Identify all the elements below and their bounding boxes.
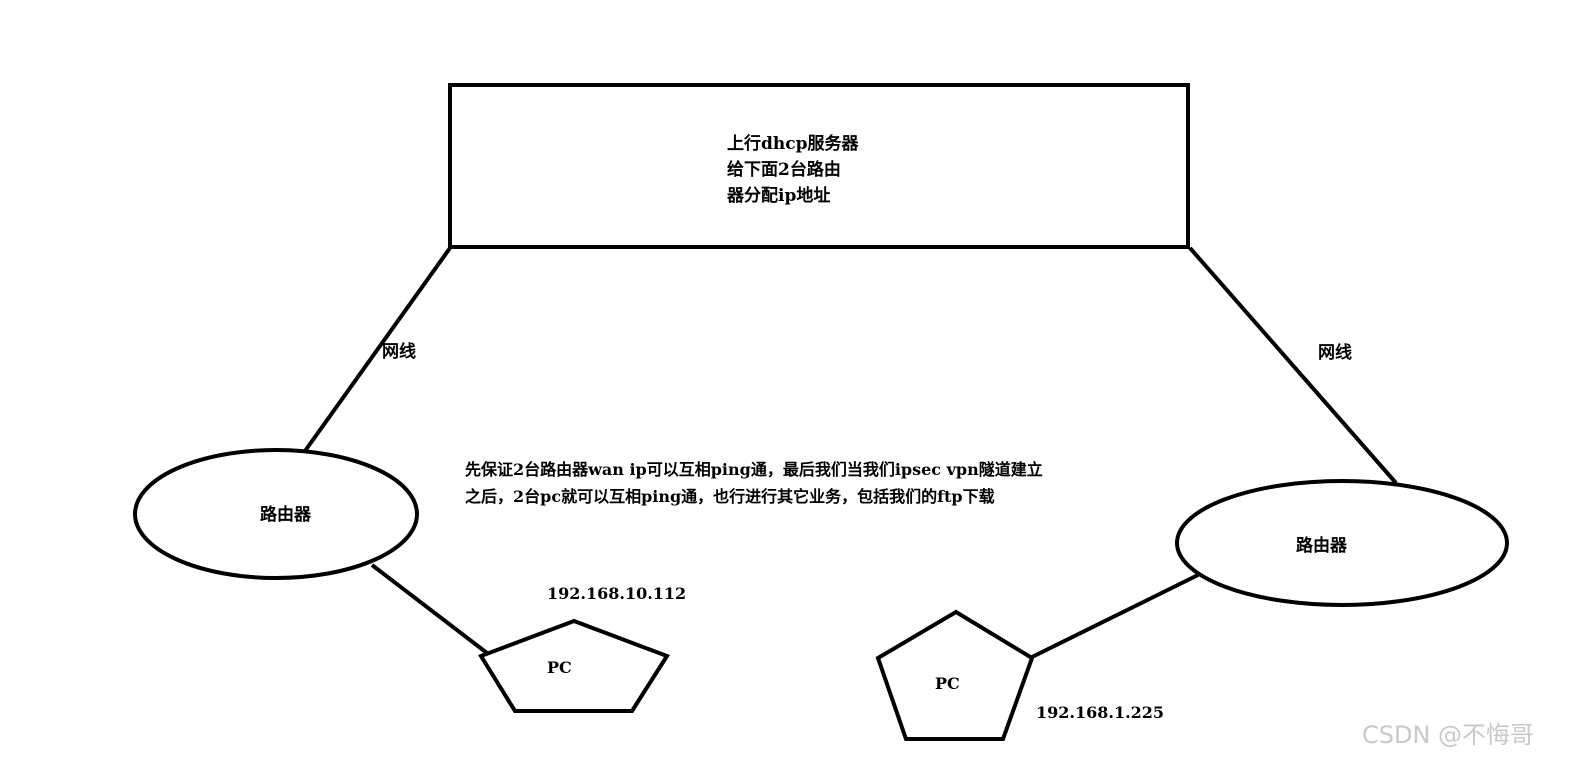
link-right-router-pc bbox=[1029, 573, 1199, 660]
cable-left bbox=[303, 246, 452, 453]
pc-left-label: PC bbox=[547, 658, 572, 677]
pc-left-ip: 192.168.10.112 bbox=[547, 584, 687, 603]
pc-right-label: PC bbox=[935, 674, 960, 693]
dhcp-server-box bbox=[448, 83, 1190, 249]
router-left-label: 路由器 bbox=[260, 505, 311, 525]
cable-right bbox=[1188, 246, 1398, 485]
explanation-line-2: 之后，2台pc就可以互相ping通，也行进行其它业务，包括我们的ftp下载 bbox=[465, 487, 995, 506]
pc-right-ip: 192.168.1.225 bbox=[1036, 703, 1165, 722]
router-left bbox=[133, 448, 419, 580]
dhcp-server-line-3: 器分配ip地址 bbox=[727, 186, 831, 206]
dhcp-server-label: 上行dhcp服务器 给下面2台路由 器分配ip地址 bbox=[727, 131, 858, 209]
cable-left-label: 网线 bbox=[382, 342, 416, 362]
pc-right-shape bbox=[875, 609, 1035, 741]
router-right bbox=[1175, 479, 1509, 607]
dhcp-server-line-1: 上行dhcp服务器 bbox=[727, 134, 859, 154]
csdn-watermark: CSDN @不悔哥 bbox=[1362, 721, 1535, 749]
cable-right-label: 网线 bbox=[1318, 343, 1352, 363]
pc-left-shape bbox=[478, 618, 671, 713]
explanation-note: 先保证2台路由器wan ip可以互相ping通，最后我们当我们ipsec vpn… bbox=[465, 456, 1043, 510]
router-right-label: 路由器 bbox=[1296, 536, 1347, 556]
explanation-line-1: 先保证2台路由器wan ip可以互相ping通，最后我们当我们ipsec vpn… bbox=[465, 460, 1043, 479]
link-left-router-pc bbox=[370, 563, 489, 655]
dhcp-server-line-2: 给下面2台路由 bbox=[727, 160, 841, 180]
